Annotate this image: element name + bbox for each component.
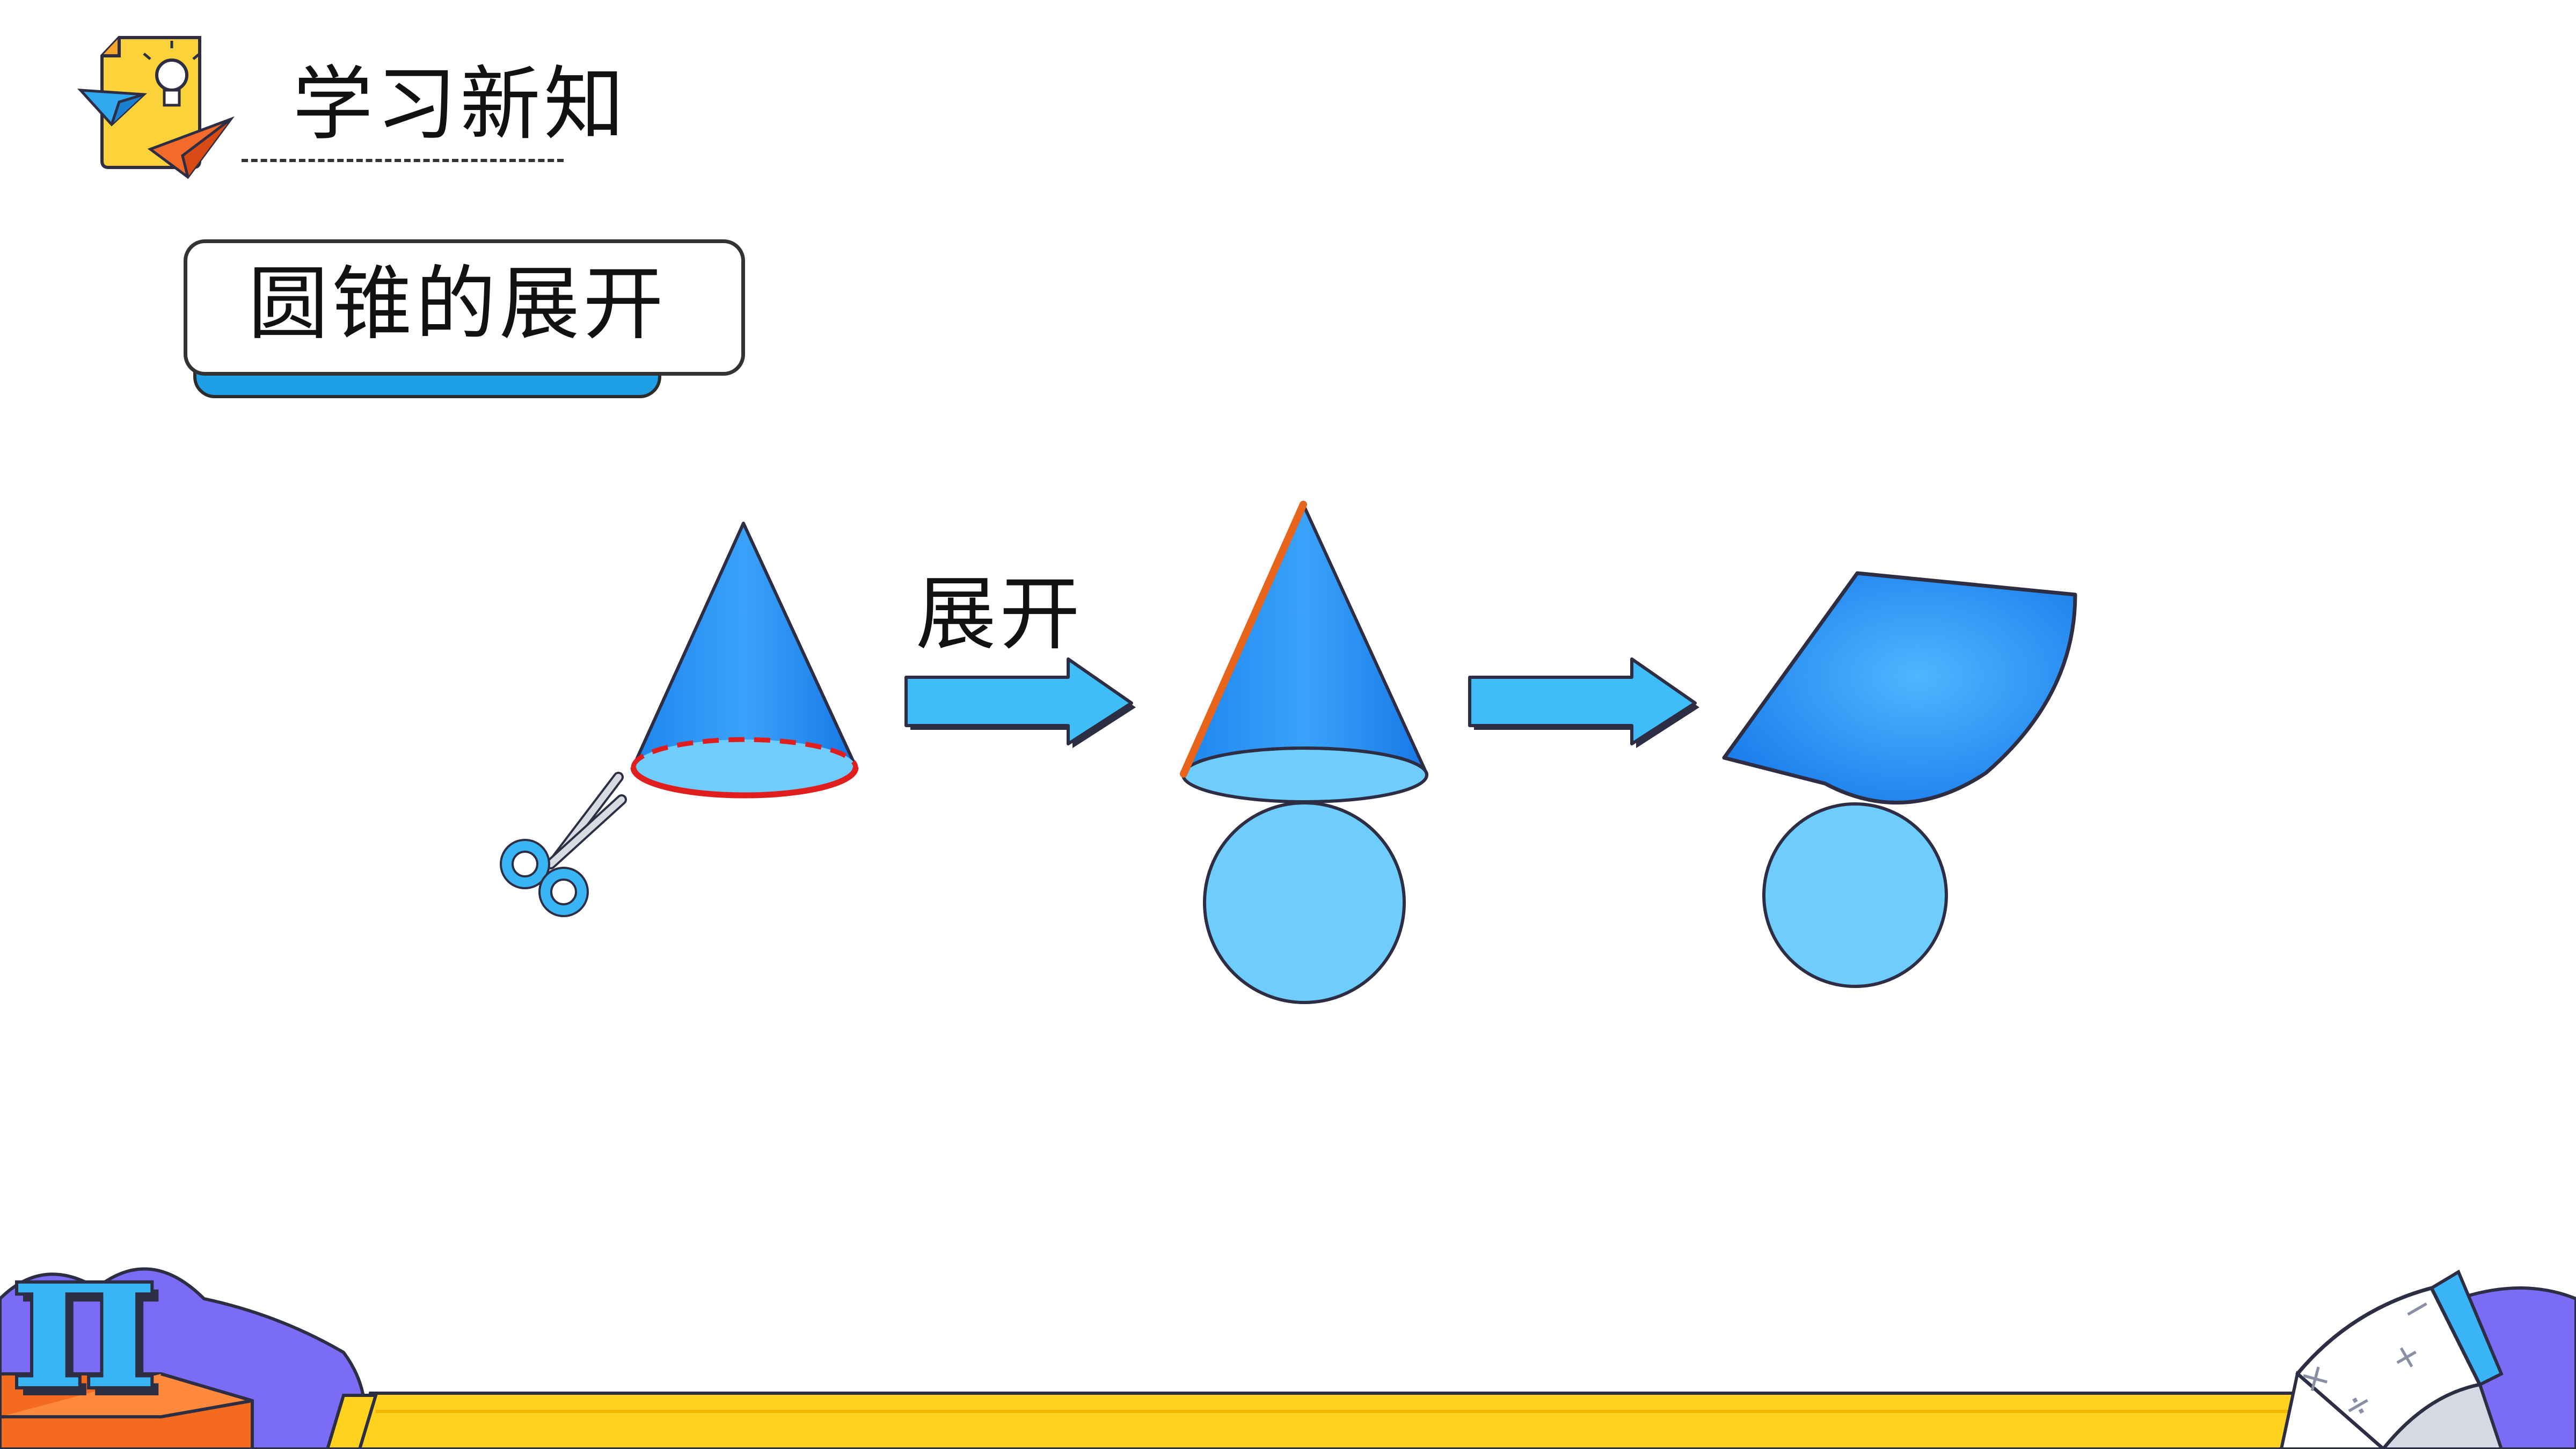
minus-sign: − [2395,1284,2439,1333]
unfold-label: 展开 [916,568,1084,661]
arrow-right-icon [904,657,1136,748]
cone-with-cut-line [630,522,859,799]
title-dashed-underline [242,159,564,162]
pi-shadow: π [16,1204,165,1444]
unfolded-sector [1722,571,2077,804]
math-book-icon [2279,1269,2504,1449]
scissors-icon [500,772,627,917]
base-circle [1762,802,1948,988]
cone-with-seam [1180,501,1428,803]
blue-paper-plane-icon [77,89,147,127]
arrow-right-icon [1468,657,1699,748]
base-circle [1203,801,1406,1004]
document-lightbulb-icon [100,36,201,169]
orange-paper-plane-icon [147,116,235,179]
divide-sign: ÷ [2336,1381,2380,1430]
section-title: 圆锥的展开 [248,258,667,351]
pi-glyph: π [10,1196,159,1436]
page-title: 学习新知 [293,58,628,151]
multiply-sign: × [2293,1354,2337,1403]
plus-sign: + [2384,1333,2428,1381]
section-label-box [184,239,745,376]
